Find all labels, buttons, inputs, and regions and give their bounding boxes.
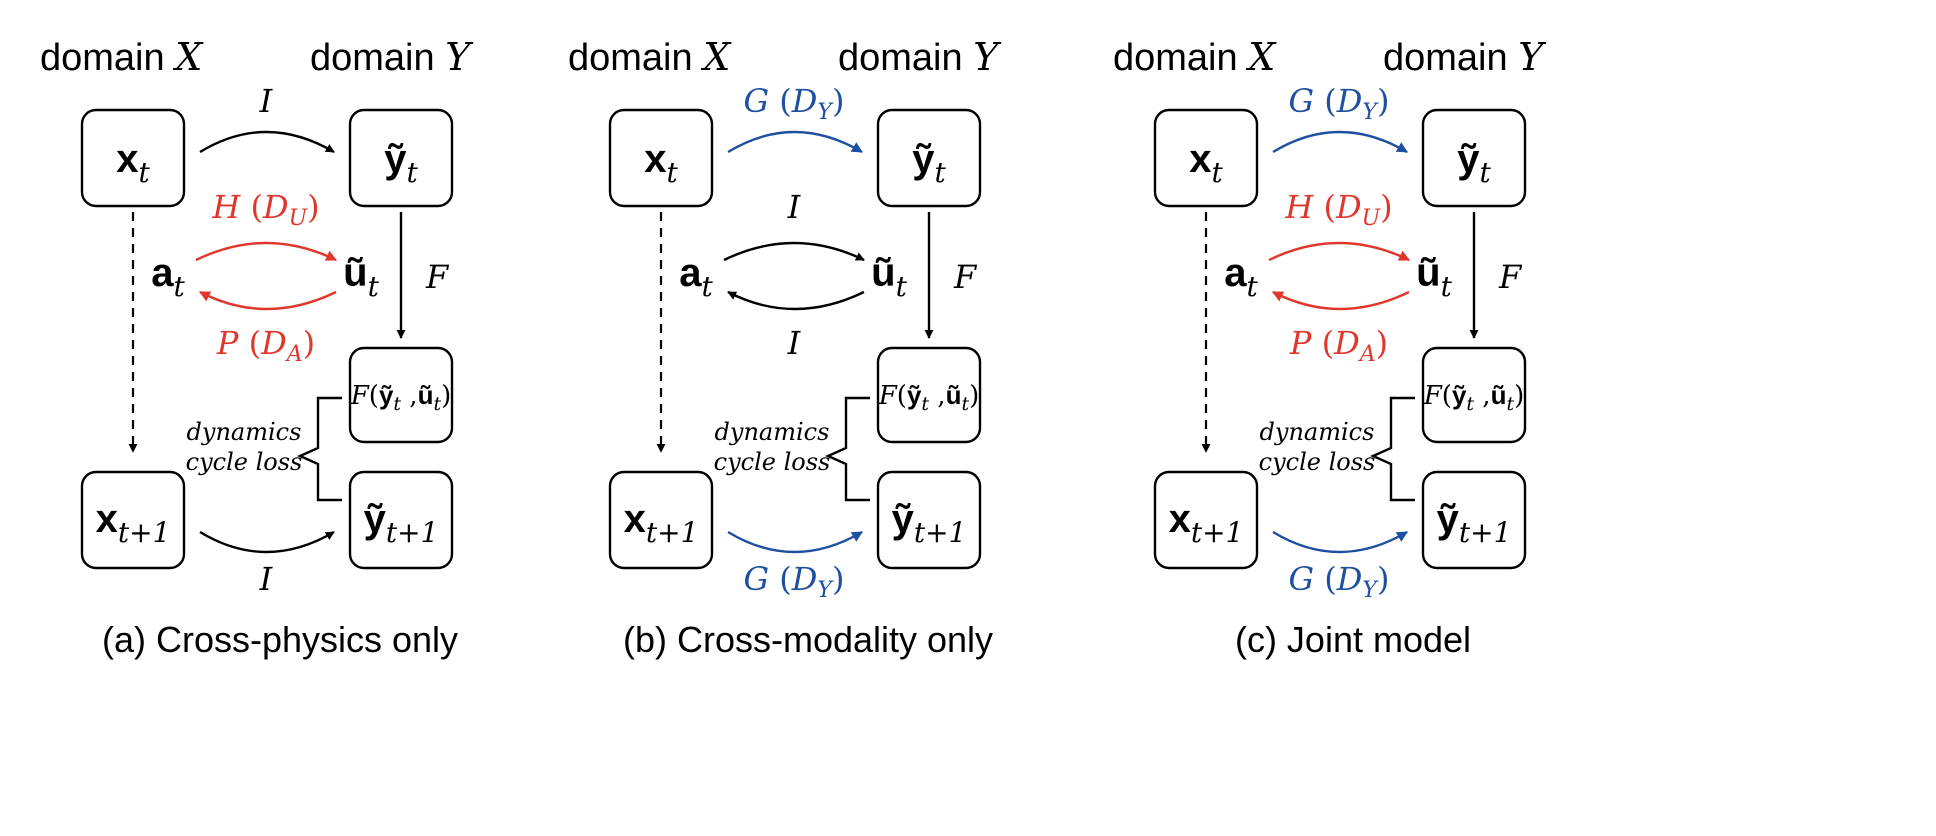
loss-label-line1: dynamics [187, 418, 302, 446]
node-y-tilde-t-box [348, 108, 454, 208]
loss-label-line1: dynamics [715, 418, 830, 446]
mid-forward-arrow [723, 241, 865, 262]
y-tilde-t-label: ỹt [912, 137, 946, 189]
mid-backward-arrow [727, 290, 865, 311]
top-arrow [727, 130, 863, 154]
top-arrow-label: G (DY) [744, 82, 845, 125]
mid-forward-label: H (DU) [1284, 188, 1392, 231]
node-x-t-box [608, 108, 714, 208]
a-t-label: at [151, 251, 185, 303]
x-t-label: xt [116, 137, 150, 189]
node-x-t-plus-1-box [1153, 470, 1259, 570]
domain-x-label: domain X [1113, 35, 1277, 79]
x-t-plus-1-label: xt+1 [96, 497, 171, 549]
panel-b: domain X domain Y xt ỹt xt+1 ỹt+1 at ũtF(ỹt ,ũt… [568, 35, 1002, 660]
f-arrow-label: F [1498, 258, 1523, 296]
mid-forward-arrow [1268, 241, 1410, 262]
x-t-label: xt [644, 137, 678, 189]
x-t-plus-1-label: xt+1 [624, 497, 699, 549]
loss-label-line1: dynamics [1260, 418, 1375, 446]
f-arrow-label: F [953, 258, 978, 296]
node-y-tilde-t-plus-1-box [1421, 470, 1527, 570]
mid-forward-arrow [195, 241, 337, 262]
mid-forward-label: H (DU) [211, 188, 319, 231]
loss-label-line2: cycle loss [1259, 448, 1376, 476]
y-tilde-t-label: ỹt [384, 137, 418, 189]
loss-brace [297, 396, 342, 502]
domain-y-label: domain Y [310, 35, 474, 79]
domain-y-label: domain Y [1383, 35, 1547, 79]
bottom-arrow-label: G (DY) [744, 560, 845, 603]
loss-label-line2: cycle loss [714, 448, 831, 476]
bottom-arrow [199, 530, 335, 554]
a-t-label: at [1224, 251, 1258, 303]
f-y-u-label: F(ỹt ,ũt) [350, 380, 452, 415]
top-arrow-label: G (DY) [1289, 82, 1390, 125]
loss-brace [1370, 396, 1415, 502]
top-arrow [199, 130, 335, 154]
top-arrow-label: I [259, 82, 274, 120]
u-tilde-t-label: ũt [871, 251, 907, 303]
panel-caption: (b) Cross-modality only [623, 619, 993, 660]
bottom-arrow-label: G (DY) [1289, 560, 1390, 603]
panel-a: domain X domain Y xt ỹt xt+1 ỹt+1 at ũtF(ỹt ,ũt… [40, 35, 474, 660]
y-tilde-t-plus-1-label: ỹt+1 [1437, 497, 1512, 549]
mid-backward-label: P (DA) [1289, 324, 1388, 367]
u-tilde-t-label: ũt [1416, 251, 1452, 303]
y-tilde-t-plus-1-label: ỹt+1 [892, 497, 967, 549]
node-y-tilde-t-box [876, 108, 982, 208]
panel-caption: (c) Joint model [1235, 619, 1471, 660]
bottom-arrow-label: I [259, 560, 274, 598]
node-f-y-u-box [1421, 346, 1527, 444]
domain-y-label: domain Y [838, 35, 1002, 79]
y-tilde-t-plus-1-label: ỹt+1 [364, 497, 439, 549]
node-y-tilde-t-plus-1-box [876, 470, 982, 570]
f-arrow-label: F [425, 258, 450, 296]
node-y-tilde-t-box [1421, 108, 1527, 208]
node-f-y-u-box [876, 346, 982, 444]
bottom-arrow [727, 530, 863, 554]
f-y-u-label: F(ỹt ,ũt) [878, 380, 980, 415]
top-arrow [1272, 130, 1408, 154]
mid-forward-label: I [787, 188, 802, 226]
f-y-u-label: F(ỹt ,ũt) [1423, 380, 1525, 415]
node-y-tilde-t-plus-1-box [348, 470, 454, 570]
node-x-t-plus-1-box [80, 470, 186, 570]
a-t-label: at [679, 251, 713, 303]
mid-backward-label: I [787, 324, 802, 362]
loss-brace [825, 396, 870, 502]
bottom-arrow [1272, 530, 1408, 554]
x-t-label: xt [1189, 137, 1223, 189]
loss-label-line2: cycle loss [186, 448, 303, 476]
mid-backward-arrow [199, 290, 337, 311]
panel-caption: (a) Cross-physics only [102, 619, 458, 660]
mid-backward-arrow [1272, 290, 1410, 311]
x-t-plus-1-label: xt+1 [1169, 497, 1244, 549]
mid-backward-label: P (DA) [216, 324, 315, 367]
y-tilde-t-label: ỹt [1457, 137, 1491, 189]
node-x-t-box [1153, 108, 1259, 208]
domain-x-label: domain X [40, 35, 204, 79]
domain-x-label: domain X [568, 35, 732, 79]
node-x-t-box [80, 108, 186, 208]
u-tilde-t-label: ũt [343, 251, 379, 303]
node-x-t-plus-1-box [608, 470, 714, 570]
panel-c: domain X domain Y xt ỹt xt+1 ỹt+1 at ũtF(ỹt ,ũt… [1113, 35, 1547, 660]
node-f-y-u-box [348, 346, 454, 444]
